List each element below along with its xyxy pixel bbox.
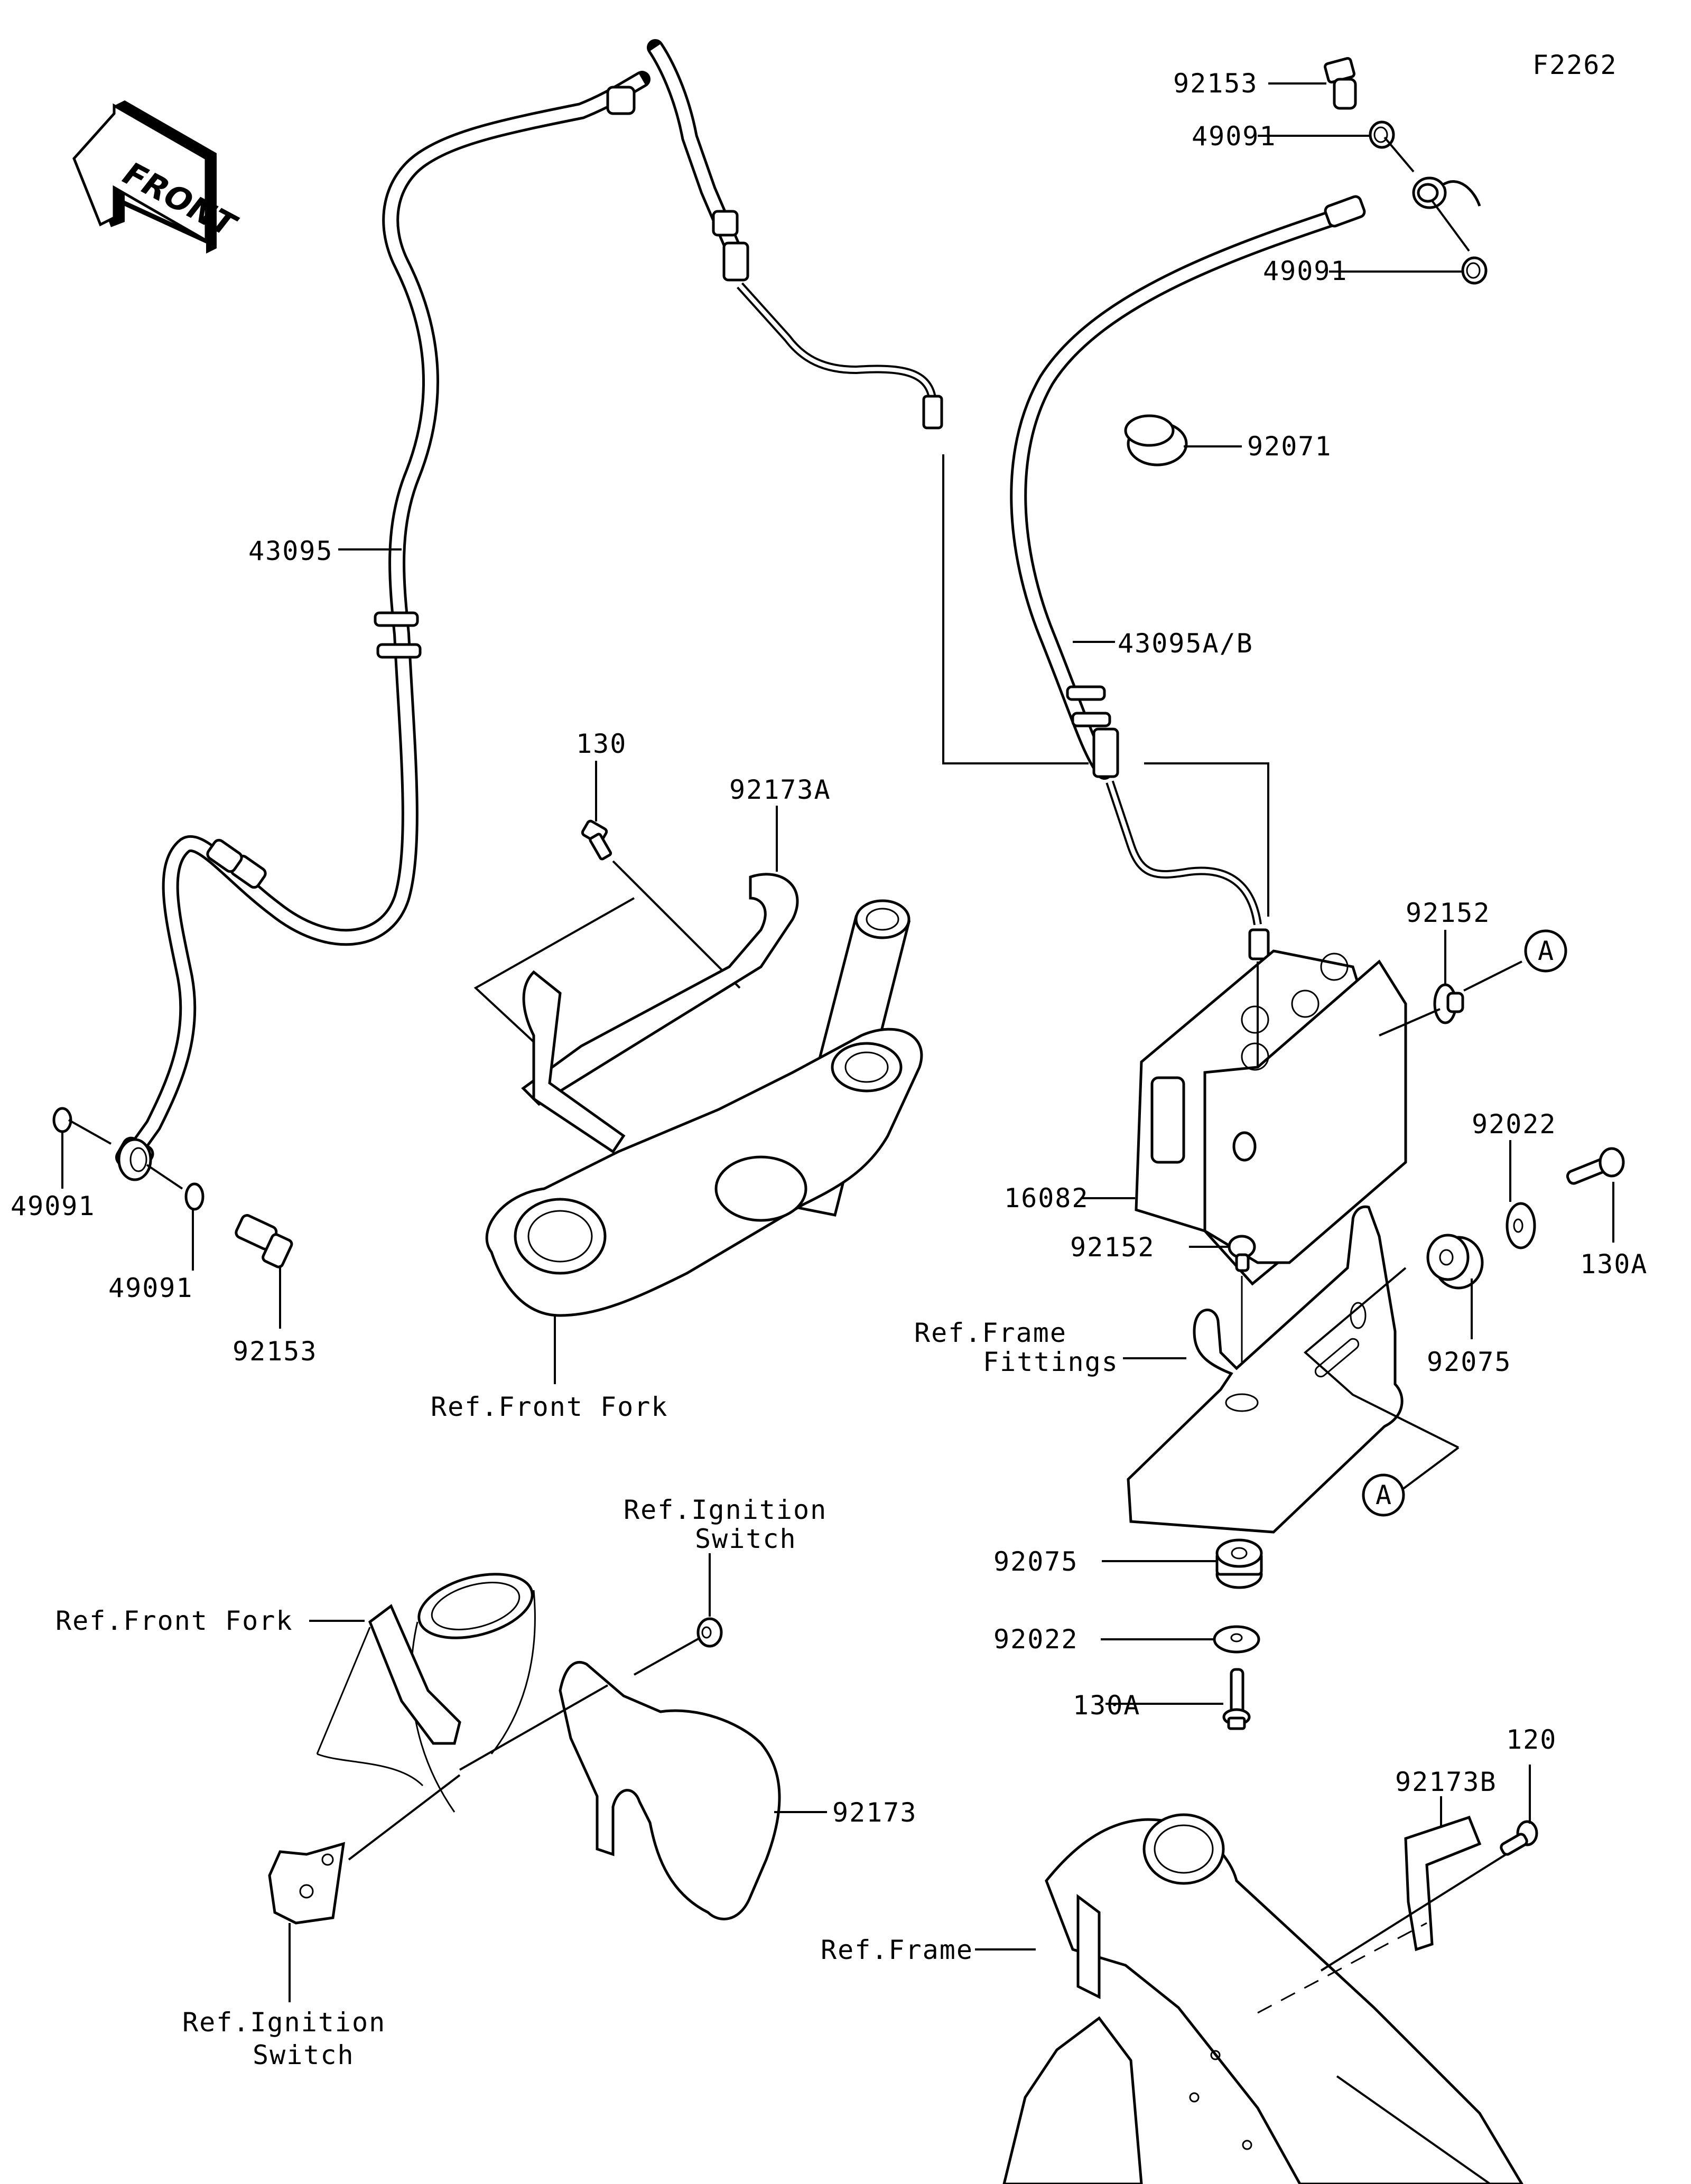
gasket-left-2[interactable] [184,1182,205,1211]
front-direction-arrow-icon: FRONT [72,100,244,254]
gasket-top-right-lower[interactable] [1461,256,1488,285]
frame-fittings-bracket [1127,1205,1404,1534]
callout-92173: 92173 [832,1797,917,1828]
callout-130A-right: 130A [1580,1249,1648,1280]
callout-92152-bottom: 92152 [1070,1232,1155,1263]
bolt-130A-right[interactable] [1566,1147,1625,1185]
brake-pipe-upper [647,39,943,430]
callout-92075-right: 92075 [1427,1347,1512,1377]
callout-16082: 16082 [1004,1183,1089,1214]
callout-92173B: 92173B [1395,1767,1497,1797]
clamp-92173B[interactable] [1404,1815,1482,1952]
banjo-bolt-left[interactable] [235,1214,293,1268]
callout-43095AB: 43095A/B [1118,628,1253,659]
front-fork-triple-clamp [485,899,923,1317]
collar-92152-bottom[interactable] [1228,1235,1256,1272]
callout-ref-frame-fittings-2: Fittings [983,1347,1119,1377]
callout-130A-bottom: 130A [1073,1690,1140,1721]
clamp-92173A[interactable] [521,873,799,1154]
figure-id: F2262 [1532,50,1618,80]
abs-hydraulic-unit[interactable] [1135,949,1407,1286]
front-fork-tube [316,1573,536,1813]
callout-49091-left-2: 49091 [108,1273,193,1303]
callout-49091-top-lower: 49091 [1263,256,1348,286]
callout-92022-right: 92022 [1472,1109,1557,1140]
callout-49091-top-upper: 49091 [1192,121,1277,152]
washer-92022-right[interactable] [1506,1202,1536,1249]
callout-ref-frame: Ref.Frame [821,1935,973,1965]
callout-92153-top: 92153 [1173,68,1258,99]
callout-ref-ignition-bottom-2: Switch [253,2040,355,2070]
callout-ref-frame-fittings-1: Ref.Frame [914,1318,1067,1348]
screw-120[interactable] [1500,1820,1538,1856]
callout-ref-ignition-bottom-1: Ref.Ignition [182,2007,386,2038]
svg-text:A: A [1538,936,1555,966]
callout-ref-front-fork-top: Ref.Front Fork [431,1392,668,1422]
gasket-left-1[interactable] [52,1107,72,1133]
callout-ref-ignition-top-2: Switch [695,1524,797,1554]
ignition-switch-bracket [268,1842,346,1925]
callout-92071: 92071 [1247,431,1332,462]
callout-92075-bottom: 92075 [993,1546,1079,1577]
svg-text:A: A [1376,1480,1392,1510]
callout-92022-bottom: 92022 [993,1624,1079,1655]
nut-ignition-switch [696,1617,723,1648]
clamp-92173[interactable] [559,1661,781,1920]
callout-ref-ignition-top-1: Ref.Ignition [624,1495,827,1525]
banjo-fitting-top-right [1412,176,1481,209]
callout-43095: 43095 [248,536,333,566]
reference-marker-A-top: A [1524,929,1567,973]
callout-49091-left-1: 49091 [11,1191,96,1221]
banjo-fitting-left [117,1138,152,1181]
bolt-130A-bottom[interactable] [1222,1668,1251,1730]
callout-92173A: 92173A [729,774,831,805]
banjo-bolt-top-right[interactable] [1324,57,1357,110]
callout-ref-front-fork-bottom: Ref.Front Fork [55,1606,293,1636]
bolt-130[interactable] [581,819,612,861]
damper-92075-bottom[interactable] [1215,1538,1263,1589]
callout-92153-left: 92153 [233,1336,318,1367]
reference-marker-A-bottom: A [1362,1473,1405,1517]
collar-92152-top[interactable] [1433,983,1464,1024]
callout-92152-top: 92152 [1406,898,1491,928]
brake-hose-right[interactable] [1010,195,1366,960]
callout-120: 120 [1506,1724,1557,1755]
damper-92075-right[interactable] [1426,1234,1484,1290]
frame-head-pipe [1002,1813,1523,2184]
grommet-92071[interactable] [1124,414,1188,466]
callout-130: 130 [576,729,627,759]
brake-hose-left[interactable] [114,71,651,1176]
washer-92022-bottom[interactable] [1213,1625,1260,1654]
